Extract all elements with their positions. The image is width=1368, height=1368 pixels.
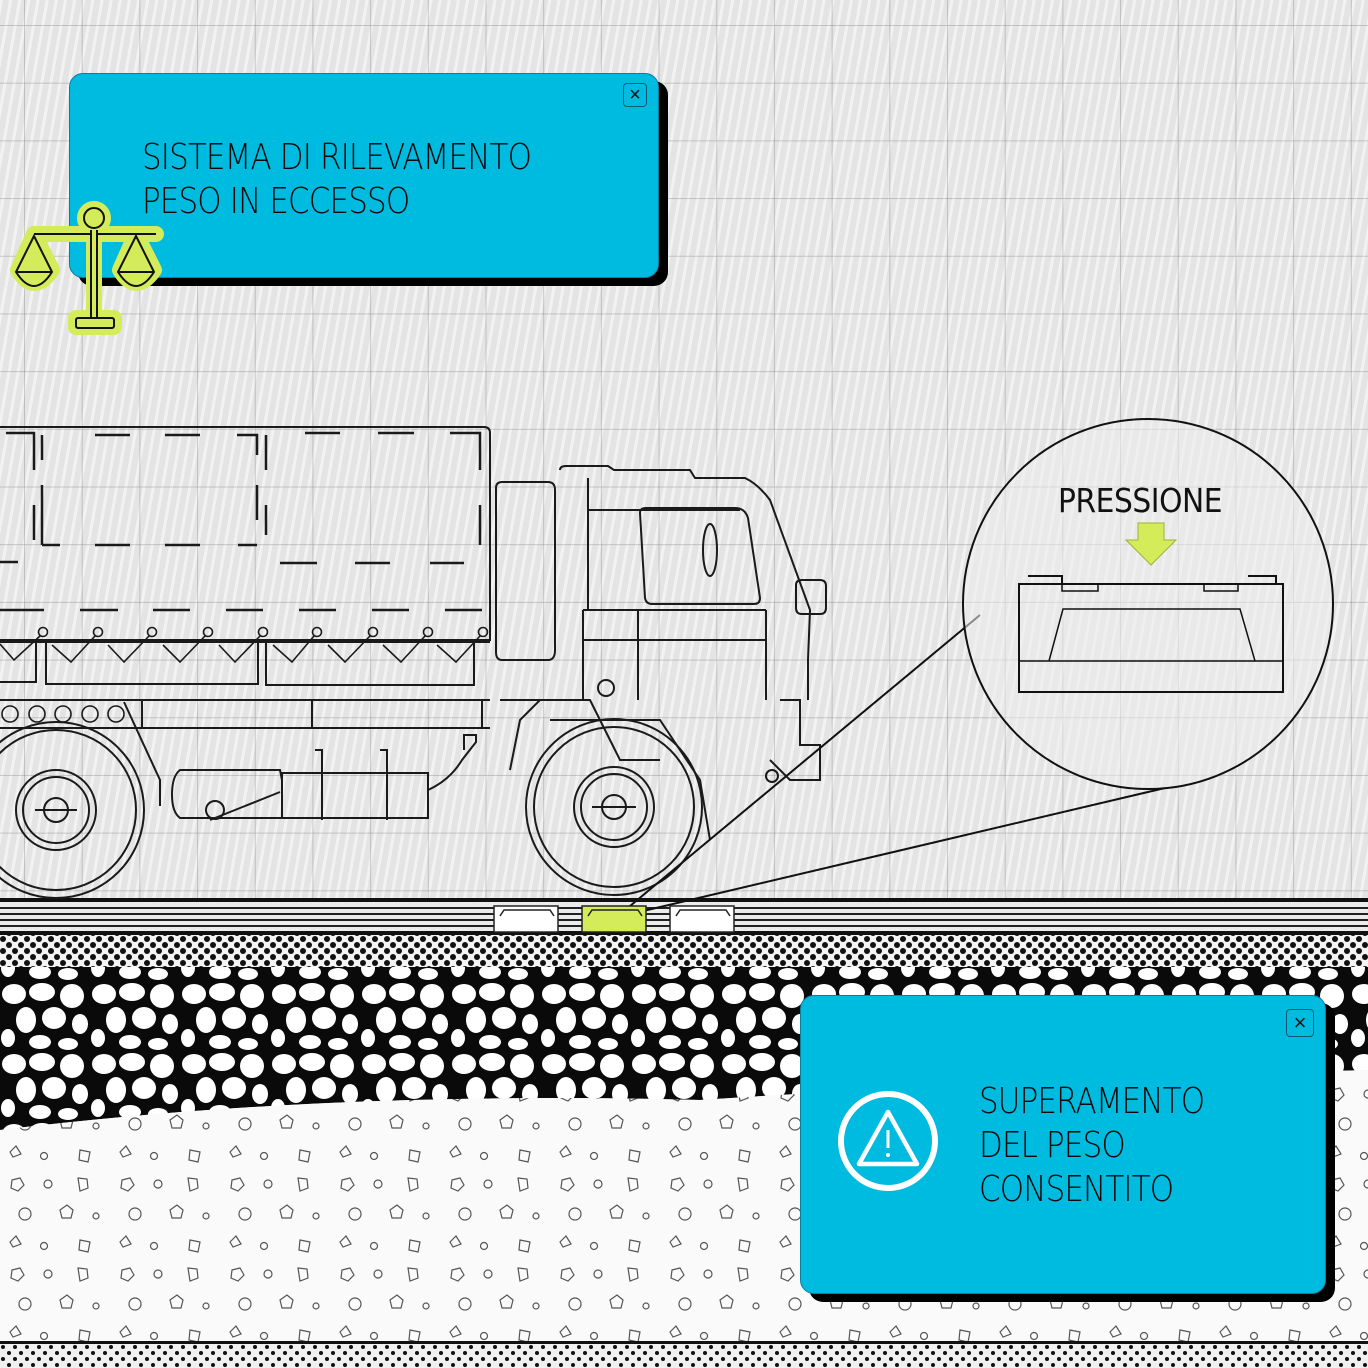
arrow-down-icon — [1124, 522, 1178, 566]
rear-wheel — [0, 721, 145, 899]
truck-cab — [495, 465, 827, 783]
pressure-label: PRESSIONE — [1058, 481, 1223, 520]
weight-detection-popup: SISTEMA DI RILEVAMENTO PESO IN ECCESSO × — [69, 73, 659, 278]
sensor-right — [669, 905, 735, 933]
weight-exceeded-popup: SUPERAMENTO DEL PESO CONSENTITO × — [800, 995, 1326, 1294]
sensor-active — [581, 905, 647, 933]
warning-icon — [838, 1091, 938, 1191]
popup-title: SUPERAMENTO DEL PESO CONSENTITO — [979, 1081, 1205, 1210]
close-icon: × — [1293, 1010, 1307, 1035]
close-button[interactable]: × — [623, 83, 647, 107]
sensor-detail-drawing — [1018, 575, 1284, 693]
close-icon: × — [629, 84, 641, 106]
tie-down-hooks — [0, 626, 490, 686]
sensor-left — [493, 905, 559, 933]
close-button[interactable]: × — [1286, 1009, 1314, 1037]
popup-title: SISTEMA DI RILEVAMENTO PESO IN ECCESSO — [142, 137, 532, 222]
front-wheel — [525, 718, 711, 896]
canvas-dashes — [0, 431, 482, 612]
